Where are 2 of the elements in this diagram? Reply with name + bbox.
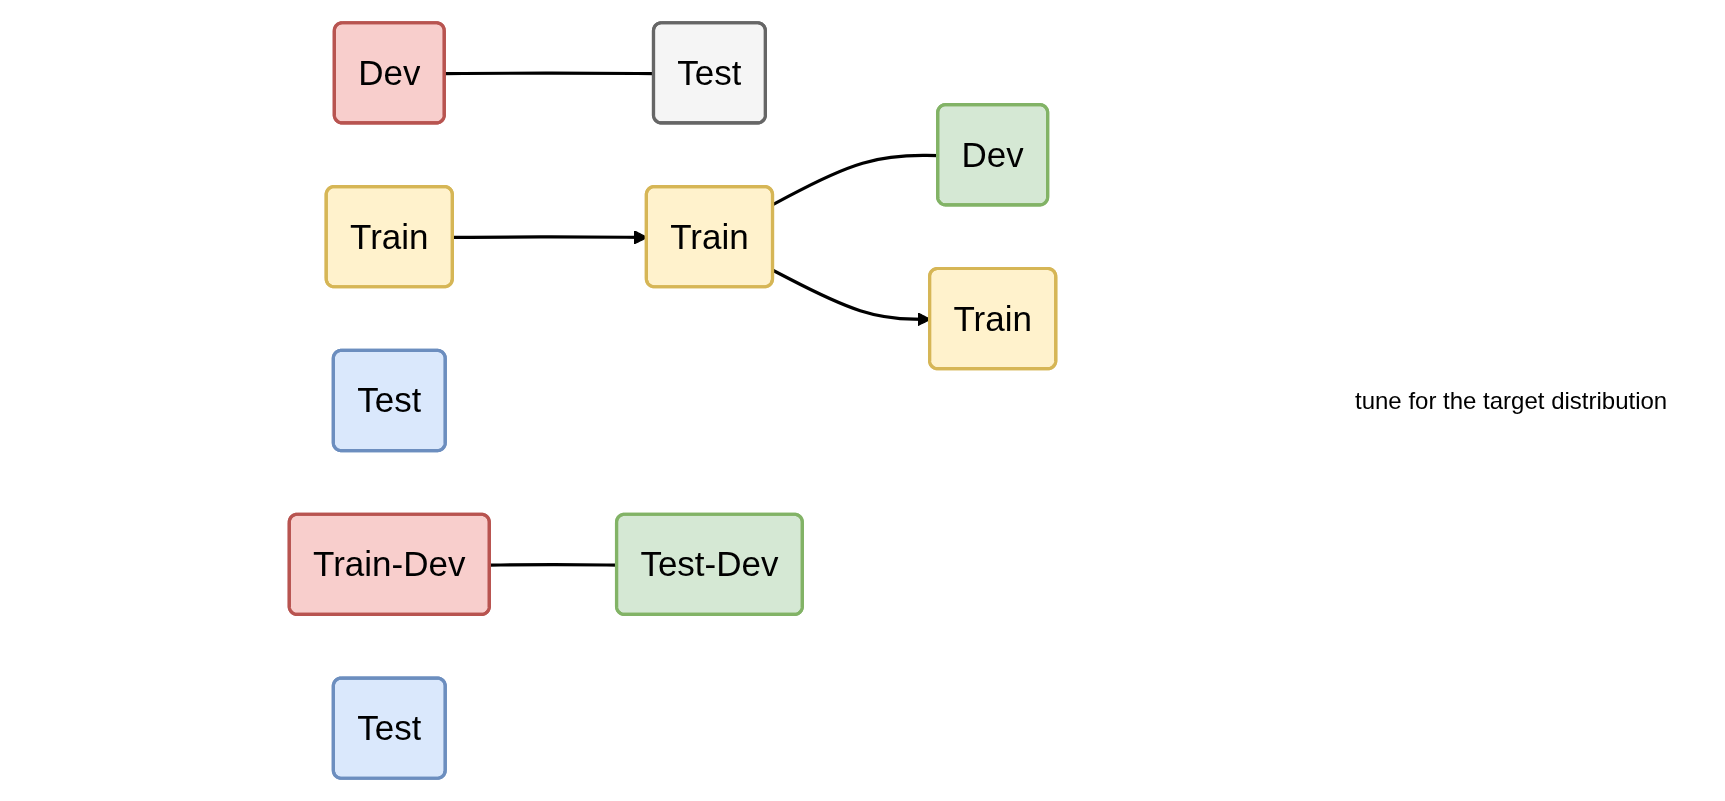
note-text: tune for the target distribution xyxy=(1355,386,1669,415)
connector xyxy=(772,153,939,206)
